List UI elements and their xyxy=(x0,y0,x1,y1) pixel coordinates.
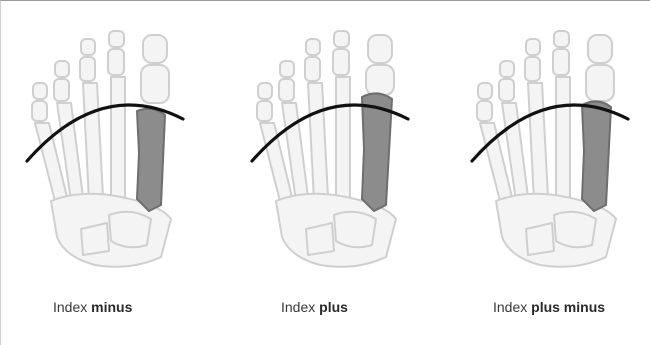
caption-index-plus-minus: Index plus minus xyxy=(493,299,605,315)
foot-diagram-index-minus xyxy=(21,19,221,279)
first-metatarsal-highlight xyxy=(137,109,165,211)
foot-diagram-index-plus-minus xyxy=(466,19,650,279)
caption-prefix: Index xyxy=(493,299,527,315)
caption-index-minus: Index minus xyxy=(53,299,132,315)
foot-skeleton-icon xyxy=(21,19,221,279)
first-metatarsal-highlight xyxy=(582,101,611,211)
caption-prefix: Index xyxy=(281,299,315,315)
caption-prefix: Index xyxy=(53,299,87,315)
caption-bold: minus xyxy=(91,299,132,315)
caption-index-plus: Index plus xyxy=(281,299,348,315)
foot-skeleton-icon xyxy=(246,19,446,279)
caption-bold: plus minus xyxy=(531,299,605,315)
foot-diagram-index-plus xyxy=(246,19,446,279)
foot-skeleton-icon xyxy=(466,19,650,279)
caption-bold: plus xyxy=(319,299,348,315)
